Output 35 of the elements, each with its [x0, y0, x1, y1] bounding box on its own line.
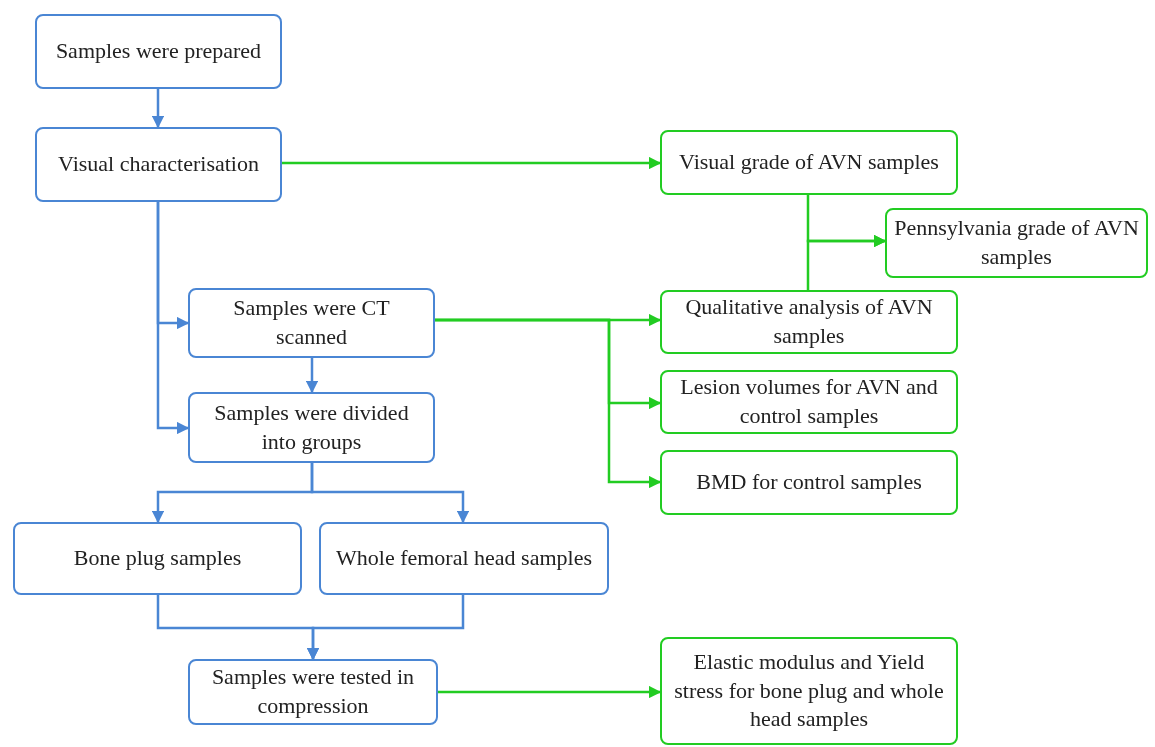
arrow [306, 595, 465, 661]
box-label: Visual characterisation [58, 150, 259, 179]
arrow [435, 318, 662, 489]
process-box [13, 522, 302, 595]
process-box [188, 659, 438, 725]
box-label: Visual grade of AVN samples [679, 148, 939, 177]
process-box [35, 127, 282, 202]
box-label: Qualitative analysis of AVN samples [684, 293, 934, 350]
arrow [282, 156, 662, 170]
result-box [660, 450, 958, 515]
arrow [151, 89, 165, 129]
arrow [156, 202, 190, 435]
arrow [438, 685, 662, 699]
box-label: Bone plug samples [73, 544, 242, 573]
result-box [660, 130, 958, 195]
box-label: Pennsylvania grade of AVN samples [893, 214, 1140, 271]
arrow [310, 463, 470, 524]
process-box [188, 392, 435, 463]
box-label: Samples were prepared [55, 37, 262, 66]
process-box [188, 288, 435, 358]
box-label: Samples were divided into groups [213, 398, 410, 456]
arrow [806, 234, 887, 290]
result-box [660, 637, 958, 745]
box-label: Samples were tested in compression [210, 663, 416, 720]
box-label: Whole femoral head samples [336, 544, 592, 573]
arrow [305, 358, 319, 394]
box-label: Samples were CT scanned [232, 294, 391, 351]
box-label: Lesion volumes for AVN and control samples [679, 373, 939, 430]
process-box [319, 522, 609, 595]
process-box [35, 14, 282, 89]
result-box [885, 208, 1148, 278]
box-label: Elastic modulus and Yield stress for bone plug and whole head samples [673, 648, 945, 734]
result-box [660, 370, 958, 434]
result-box [660, 290, 958, 354]
box-label: BMD for control samples [696, 468, 922, 497]
